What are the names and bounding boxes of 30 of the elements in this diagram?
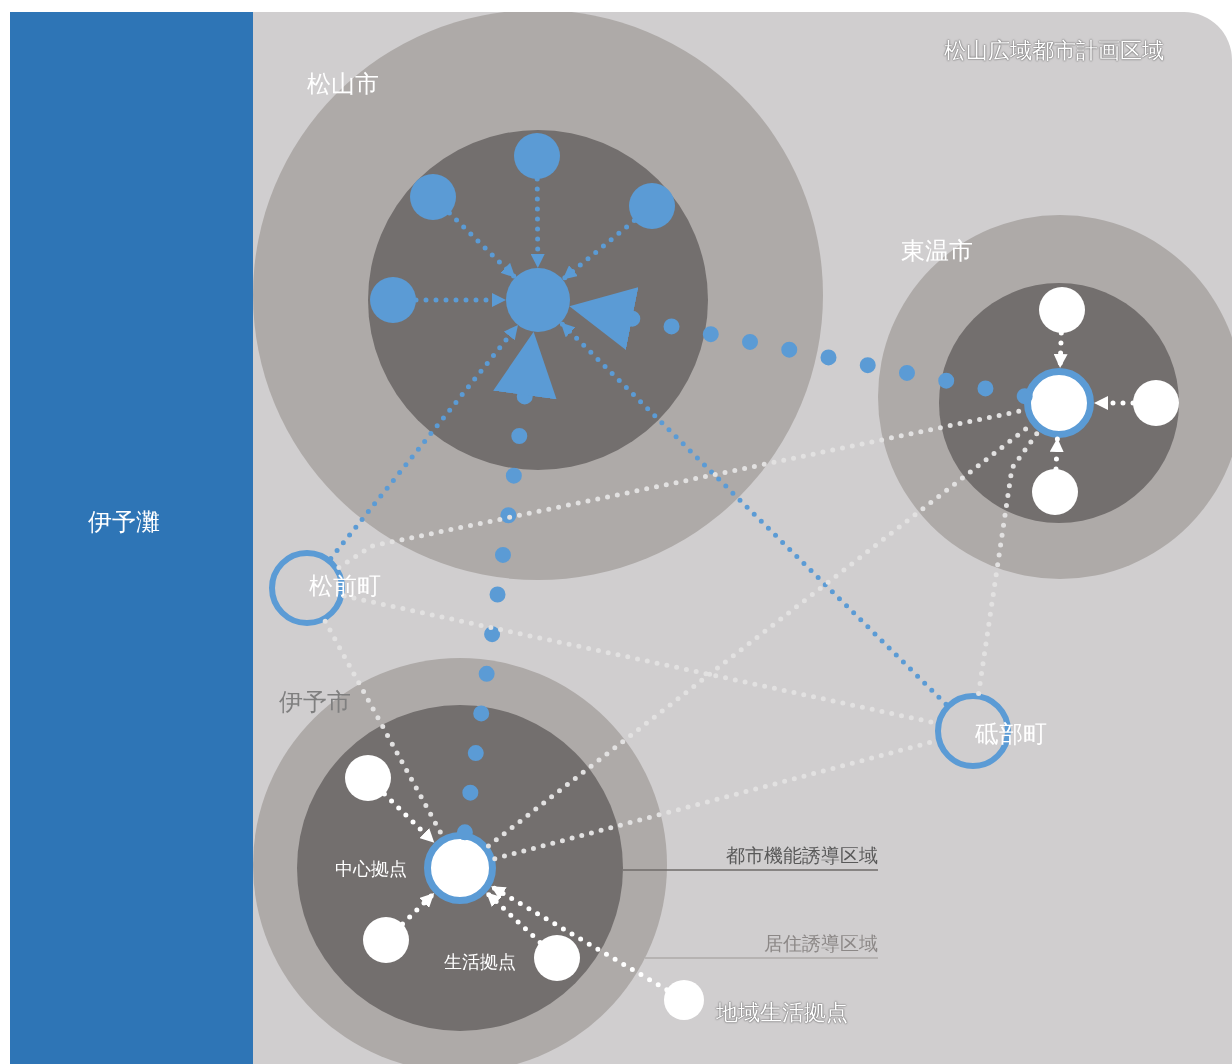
dotted-arrow — [446, 210, 518, 281]
dotted-arrow — [400, 890, 437, 927]
hub-label: 中心拠点 — [335, 858, 407, 880]
dotted-arrow — [328, 322, 521, 561]
leader-line — [622, 869, 879, 871]
dotted-arrow — [560, 218, 637, 283]
dotted-arrow — [483, 890, 543, 945]
node-label: 地域生活拠点 — [716, 1000, 848, 1027]
planning-area-panel — [253, 12, 1232, 1064]
node-circle — [1133, 380, 1179, 426]
dotted-arrow — [558, 320, 949, 707]
hub-circle — [506, 268, 570, 332]
node-label: 生活拠点 — [444, 951, 516, 973]
node-circle — [410, 174, 456, 220]
sea-band — [10, 12, 253, 1064]
node-circle — [629, 183, 675, 229]
node-circle — [363, 917, 409, 963]
dotted-connector — [976, 428, 1041, 696]
node-circle — [1039, 287, 1085, 333]
city-label: 伊予市 — [279, 688, 351, 717]
node-circle — [1032, 469, 1078, 515]
dotted-arrow — [381, 791, 437, 846]
dotted-arrow — [488, 883, 670, 993]
node-circle — [345, 755, 391, 801]
node-circle — [370, 277, 416, 323]
dotted-arrow — [1049, 435, 1064, 472]
sea-label: 伊予灘 — [88, 508, 160, 537]
zone-label: 都市機能誘導区域 — [704, 843, 878, 867]
zone-label: 居住誘導区域 — [750, 931, 878, 955]
node-circle — [514, 133, 560, 179]
